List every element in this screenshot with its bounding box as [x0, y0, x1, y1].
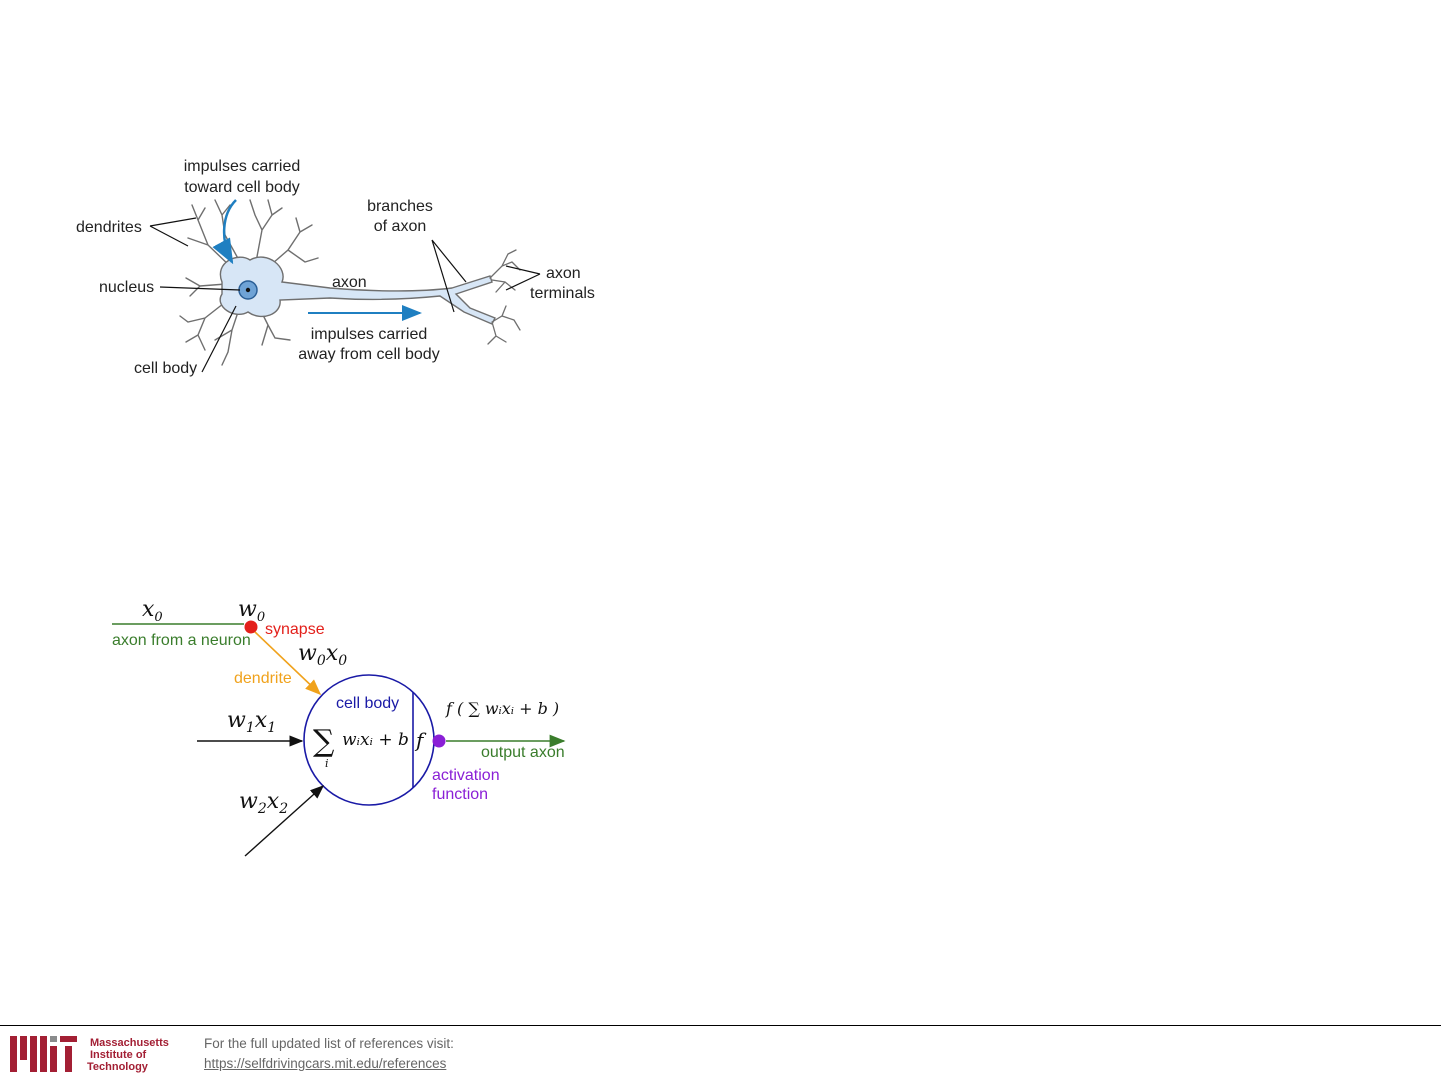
cell-body-model-label: cell body: [336, 695, 399, 712]
axon-label: axon: [332, 274, 367, 291]
neuron-cell-body: [219, 256, 496, 325]
x0-label: x0: [142, 597, 163, 625]
f-symbol: f: [414, 728, 427, 752]
activation-dot: [432, 734, 446, 748]
biological-neuron: impulses carried toward cell body dendri…: [76, 158, 595, 377]
nucleus-pointer: [159, 286, 241, 291]
impulses-out-label-1: impulses carried: [311, 326, 427, 343]
activation-label-2: function: [432, 786, 488, 803]
output-axon-label: output axon: [481, 744, 565, 761]
dendrites-pointer: [149, 217, 197, 247]
impulses-in-label-2: toward cell body: [184, 179, 300, 196]
dendrite-label: dendrite: [234, 670, 292, 687]
mit-logo: Massachusetts Institute of Technology: [10, 1036, 169, 1073]
output-formula: f ( ∑ wᵢxᵢ + b ): [445, 699, 559, 718]
activation-label-1: activation: [432, 767, 500, 784]
synapse-label: synapse: [265, 621, 325, 638]
nucleus-label: nucleus: [99, 279, 154, 296]
mit-name-line-1: Massachusetts: [90, 1037, 169, 1049]
mit-name-line-2: Institute of: [90, 1049, 147, 1061]
w2x2-label: w2x2: [239, 789, 288, 817]
footer-divider: [0, 1025, 1441, 1026]
dendrite-branches: [179, 199, 319, 366]
terminals-label-2: terminals: [530, 285, 595, 302]
w2x2-input-line: [244, 785, 325, 857]
axon-from-neuron-label: axon from a neuron: [112, 632, 251, 649]
impulse-in-arrow: [212, 199, 237, 265]
w1x1-label: w1x1: [227, 708, 276, 736]
neuron-model: x0 w0 axon from a neuron synapse w0x0 de…: [112, 597, 566, 857]
branches-pointer: [431, 239, 467, 313]
sum-formula: wᵢxᵢ + b: [342, 730, 409, 750]
references-note: For the full updated list of references …: [204, 1034, 454, 1074]
impulses-in-label-1: impulses carried: [184, 158, 300, 175]
cell-body-label: cell body: [134, 360, 197, 377]
w0-label: w0: [238, 597, 265, 625]
dendrite-line: [254, 631, 322, 696]
branches-label-1: branches: [367, 198, 433, 215]
axon-terminal-branches: [487, 249, 521, 345]
diagram-canvas: impulses carried toward cell body dendri…: [76, 158, 595, 857]
synapse-dot: [244, 620, 258, 634]
sum-index: i: [325, 757, 329, 770]
references-text: For the full updated list of references …: [204, 1036, 454, 1051]
dendrites-label: dendrites: [76, 219, 142, 236]
references-link[interactable]: https://selfdrivingcars.mit.edu/referenc…: [204, 1056, 447, 1071]
mit-name-line-3: Technology: [87, 1061, 149, 1073]
w0x0-label: w0x0: [298, 641, 347, 669]
terminals-label-1: axon: [546, 265, 581, 282]
branches-label-2: of axon: [374, 218, 426, 235]
sum-symbol: ∑: [313, 724, 335, 759]
impulses-out-label-2: away from cell body: [298, 346, 439, 363]
terminals-pointer: [505, 265, 541, 291]
cell-body-pointer: [201, 305, 237, 373]
